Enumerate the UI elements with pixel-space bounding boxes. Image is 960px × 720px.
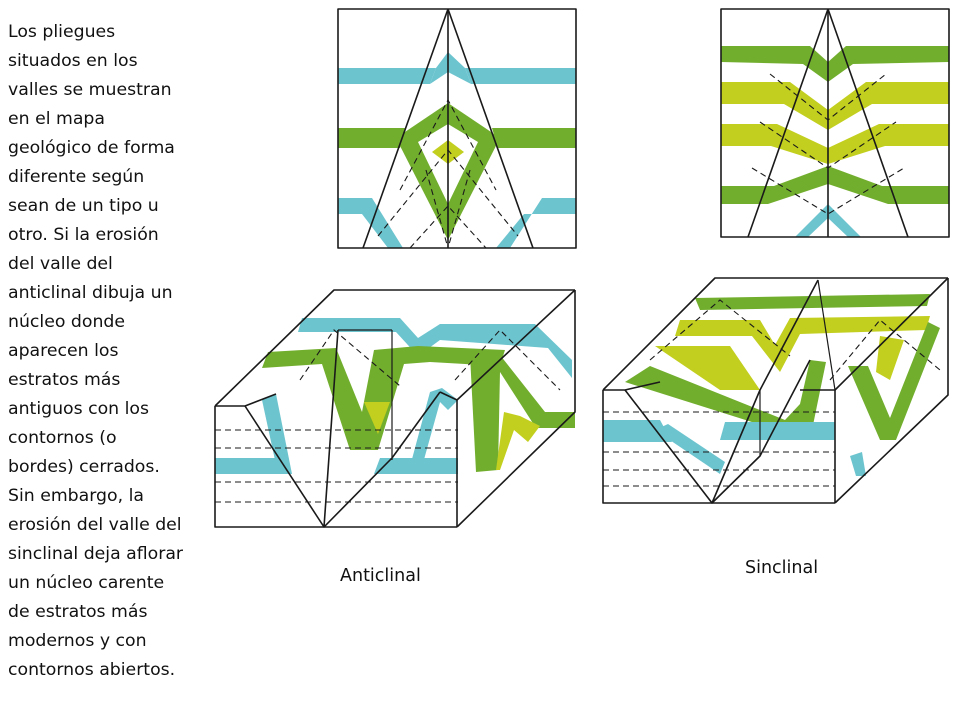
anticline-map (337, 8, 577, 249)
explanatory-text: Los pliegues situados en los valles se m… (8, 22, 184, 680)
anticline-map-blue-lower-left (338, 198, 403, 248)
anticline-map-dashed-contour (377, 149, 519, 237)
anticline-map-valley-edge-left (362, 8, 449, 249)
syncline-map-dashed-contour (769, 73, 887, 121)
anticline-map-blue-band-right (465, 68, 576, 84)
anticline-block-top-dashed-contour (454, 329, 561, 391)
syncline-map-valley-edge-right (827, 8, 909, 238)
anticline-map-dashed-contour (447, 169, 471, 249)
anticline-block-blue-wall-left (262, 394, 292, 474)
syncline-map-frame (720, 8, 950, 238)
syncline-block-blue-right (850, 452, 866, 476)
syncline-block-top-dashed-contour (649, 299, 791, 361)
syncline-block-right-edge (834, 278, 949, 504)
syncline-map-green-band-lower (721, 166, 949, 204)
syncline-block-top-back-edge (602, 277, 948, 391)
syncline-block-yellow-core-right (876, 336, 904, 380)
syncline-block-blue-front-right (720, 422, 835, 440)
anticline-map-dashed-contour (409, 205, 487, 249)
anticline-block-right-edge (456, 290, 576, 528)
anticline-block-top-back-edge (214, 289, 575, 407)
anticline-block (214, 289, 576, 528)
anticline-map-valley-edge-right (447, 8, 534, 249)
anticline-block-front-top-right (439, 289, 576, 401)
anticline-block-top-dashed-contour (299, 329, 401, 387)
caption-sinclinal: Sinclinal (745, 558, 819, 578)
syncline-block-blue-front-left (603, 420, 672, 442)
anticline-block-yellow-core-left (364, 402, 390, 434)
anticline-map-green-band-right (492, 128, 576, 148)
anticline-map-dashed-contour (425, 169, 449, 249)
syncline-map-dashed-contour (759, 121, 897, 169)
syncline-map-blue-chevron (795, 204, 861, 237)
anticline-map-dashed-contour (399, 98, 497, 191)
syncline-block-top-dashed-contour (829, 319, 941, 381)
anticline-map-blue-band-left (338, 68, 436, 84)
anticline-block-green-chevron (262, 346, 505, 450)
syncline-block-blue-valley-wall (655, 424, 725, 474)
syncline-block-valley-ridge (759, 279, 819, 391)
anticline-block-blue-front-left (215, 458, 286, 474)
anticline-block-bottom-edge (214, 406, 457, 528)
syncline-block-yellow-band (675, 316, 930, 372)
syncline-block-green-diagonal (625, 360, 826, 434)
anticline-block-green-right (470, 355, 575, 472)
anticline-block-blue-wall-right (408, 388, 458, 474)
anticline-map-frame (337, 8, 577, 249)
syncline-block (602, 277, 949, 504)
anticline-map-green-band-left (338, 128, 405, 148)
syncline-block-green-right (848, 322, 940, 440)
syncline-map (720, 8, 950, 238)
anticline-map-blue-chevron (430, 52, 471, 84)
anticline-block-yellow-core-right (496, 412, 540, 470)
syncline-map-yellow-band-upper (721, 82, 949, 130)
syncline-map-valley-edge-left (747, 8, 829, 238)
syncline-map-green-band-top (721, 46, 949, 82)
syncline-block-bottom-edge (602, 390, 835, 504)
syncline-block-yellow-wedge (655, 346, 760, 390)
caption-anticlinal: Anticlinal (340, 566, 421, 586)
syncline-block-green-top-band (695, 294, 930, 310)
syncline-block-valley-ridge-right (817, 279, 836, 391)
anticline-map-blue-lower-right (496, 198, 576, 248)
